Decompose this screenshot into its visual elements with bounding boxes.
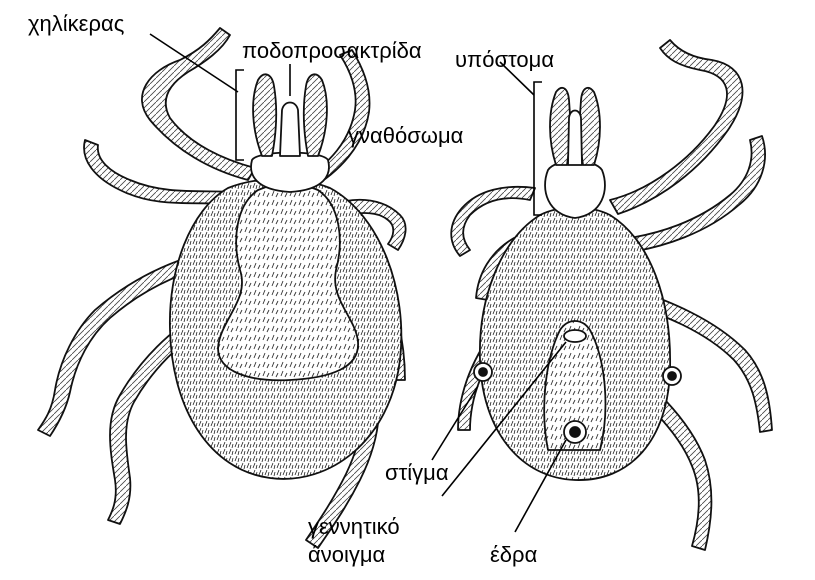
label-genital-opening-line2: άνοιγμα	[308, 544, 385, 566]
dorsal-palp-left	[253, 74, 276, 156]
dorsal-palp-right	[304, 74, 327, 156]
ventral-leg-1-right	[610, 40, 743, 214]
label-chelicera: χηλίκερας	[28, 13, 124, 35]
dorsal-tick	[38, 28, 406, 548]
label-genital-opening-line1: γεννητικό	[308, 516, 400, 538]
ventral-tick	[451, 40, 772, 550]
dorsal-basis-capituli	[251, 153, 329, 193]
dorsal-chelicerae	[280, 103, 300, 157]
label-anus: έδρα	[490, 544, 537, 566]
ventral-hypostome	[568, 111, 582, 166]
label-pedipalp: ποδοπροσακτρίδα	[242, 40, 422, 62]
spiracle-right-dot	[668, 372, 676, 380]
spiracle-leader-left	[432, 386, 478, 460]
hypostome-bracket	[534, 82, 542, 215]
anus-dot	[570, 427, 580, 437]
label-spiracle: στίγμα	[385, 462, 449, 484]
dorsal-leg-1-left	[142, 28, 255, 180]
ventral-palp-right	[580, 88, 600, 165]
ventral-basis-capituli	[545, 161, 605, 218]
genital-opening-mark	[564, 330, 586, 342]
ventral-palp-left	[550, 88, 570, 165]
label-gnathosoma: γναθόσωμα	[348, 125, 463, 147]
chelicera-bracket	[236, 70, 244, 160]
spiracle-left-dot	[479, 368, 487, 376]
label-hypostome: υπόστομα	[455, 49, 554, 71]
